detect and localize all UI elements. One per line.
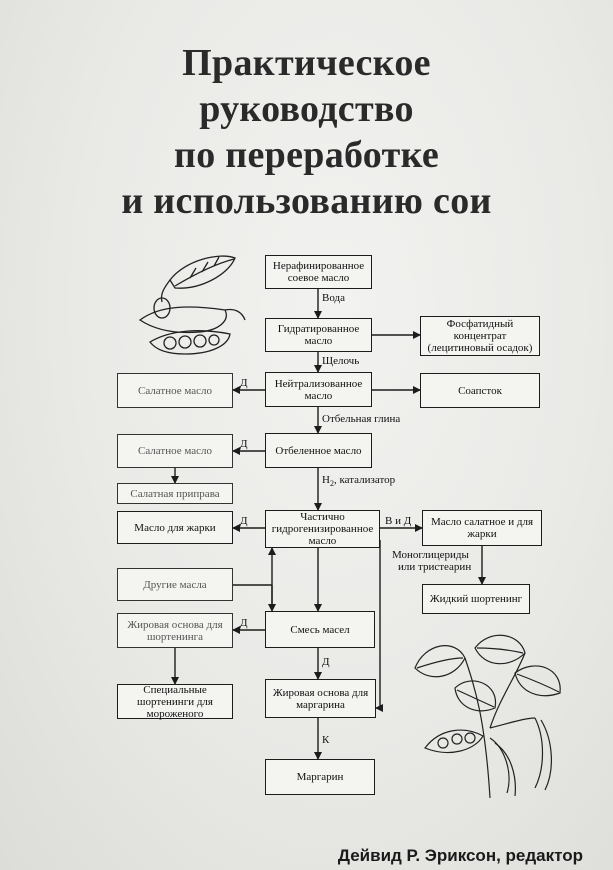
label-monoglycerides: Моноглицериды <box>392 549 469 561</box>
box-phosphatide-concentrate: Фосфатидный концентрат (лецитиновый осад… <box>420 316 540 356</box>
box-other-oils: Другие масла <box>117 568 233 601</box>
box-frying-oil: Масло для жарки <box>117 511 233 544</box>
label-d-2: Д <box>240 438 248 450</box>
author-line: Дейвид Р. Эриксон, редактор <box>337 846 583 865</box>
label-water: Вода <box>322 292 345 304</box>
label-alkali: Щелочь <box>322 355 360 367</box>
soybean-plant-illustration <box>414 634 561 799</box>
label-bleaching-clay: Отбельная глина <box>322 413 401 425</box>
box-margarine: Маргарин <box>265 759 375 795</box>
label-v-i-d: В и Д <box>385 515 412 527</box>
title-line-1: Практическое <box>182 42 431 84</box>
box-bleached-oil: Отбеленное масло <box>265 433 372 468</box>
label-or-tristearin: или тристеарин <box>398 561 472 573</box>
label-d-3: Д <box>240 515 248 527</box>
label-catalyst: H2, катализатор <box>322 474 396 489</box>
label-d-5: Д <box>322 656 330 668</box>
box-hydrated-oil: Гидратированное масло <box>265 318 372 352</box>
box-shortening-base: Жировая основа для шортенинга <box>117 613 233 648</box>
title-line-2: руководство <box>199 88 414 130</box>
box-liquid-shortening: Жидкий шортенинг <box>422 584 530 614</box>
box-margarine-base: Жировая основа для маргарина <box>265 679 376 718</box>
box-oil-blend: Смесь масел <box>265 611 375 648</box>
box-salad-and-frying-oil: Масло салатное и для жарки <box>422 510 542 546</box>
label-k: К <box>322 734 330 746</box>
box-special-shortenings: Специальные шортенинги для мороженого <box>117 684 233 720</box>
box-salad-dressing: Салатная приправа <box>117 483 233 504</box>
title-line-4: и использованию сои <box>121 180 492 222</box>
label-d-1: Д <box>240 377 248 389</box>
box-salad-oil-1: Салатное масло <box>117 373 233 408</box>
box-crude-oil: Нерафинированное соевое масло <box>265 255 372 289</box>
box-partially-hydrogenated-oil: Частично гидрогенизированное масло <box>265 510 380 548</box>
label-d-4: Д <box>240 617 248 629</box>
soybean-pod-illustration <box>138 255 246 355</box>
box-neutralized-oil: Нейтрализованное масло <box>265 372 372 407</box>
box-salad-oil-2: Салатное масло <box>117 434 233 468</box>
box-soapstock: Соапсток <box>420 373 540 408</box>
title-line-3: по переработке <box>174 134 439 176</box>
